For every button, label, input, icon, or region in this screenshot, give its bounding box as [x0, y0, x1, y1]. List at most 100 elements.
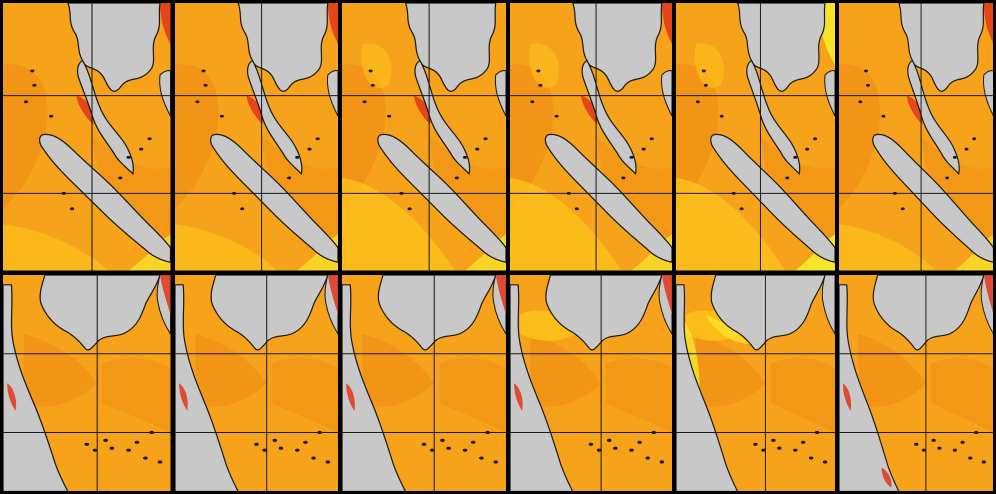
island [900, 207, 905, 211]
island [620, 176, 625, 180]
island [462, 448, 467, 452]
landmass-malay-peninsula [3, 283, 69, 491]
hotspot [661, 274, 672, 314]
island [596, 448, 601, 452]
island [126, 448, 131, 452]
island [103, 438, 108, 442]
hotspot [327, 3, 338, 45]
landmass-indochina [210, 274, 328, 350]
island [804, 147, 809, 151]
island [554, 114, 559, 118]
map-panel-r2-c6 [838, 274, 993, 491]
island [959, 440, 965, 444]
island [30, 69, 35, 73]
island [482, 137, 488, 141]
landmass-malay-peninsula [174, 283, 239, 491]
map-panel-r2-c1 [3, 274, 171, 491]
landmass-indochina [897, 3, 984, 92]
island [23, 100, 29, 104]
island [574, 207, 579, 211]
hotspot [983, 274, 993, 314]
island [588, 442, 593, 446]
landmass-sumatra [209, 133, 338, 263]
island [812, 137, 817, 141]
island [760, 448, 766, 452]
landmass-sumatra [38, 133, 171, 263]
island [492, 459, 498, 464]
island [325, 459, 330, 464]
island [362, 100, 367, 104]
island [612, 446, 618, 450]
hotspot [345, 382, 355, 411]
map-image [838, 3, 993, 271]
island [967, 455, 972, 460]
island [537, 83, 542, 87]
island [272, 438, 277, 442]
landmass-indochina [39, 274, 161, 350]
island [822, 459, 827, 464]
island [445, 446, 451, 450]
island [454, 176, 459, 180]
island [239, 207, 244, 211]
landmass-sumatra [544, 133, 672, 263]
island [286, 176, 291, 180]
island [808, 455, 813, 460]
island [200, 69, 206, 73]
landmass-malay-peninsula [341, 283, 406, 491]
hotspot [880, 467, 892, 488]
hotspot [495, 274, 506, 314]
map-image [341, 3, 506, 271]
island [739, 207, 744, 211]
map-image [509, 274, 672, 491]
island [952, 155, 957, 159]
island [219, 114, 224, 118]
island [139, 147, 144, 151]
island [644, 455, 650, 460]
hotspot [160, 274, 171, 314]
island [147, 137, 152, 141]
island [529, 100, 534, 104]
island [315, 137, 320, 141]
map-panel-r1-c5 [675, 3, 835, 271]
island [913, 442, 918, 446]
island [70, 207, 75, 211]
island [921, 448, 926, 452]
island [865, 83, 870, 87]
island [294, 448, 299, 452]
map-image [675, 274, 835, 491]
map-panel-r1-c3 [341, 3, 506, 271]
landmass-indochina [377, 274, 496, 350]
island [606, 438, 611, 442]
hotspot [413, 95, 430, 125]
island [792, 155, 797, 159]
landmass-malay-peninsula [838, 283, 900, 491]
landmass-sumatra [709, 133, 835, 263]
map-image [174, 3, 338, 271]
island [944, 176, 949, 180]
landmass-borneo [823, 70, 835, 117]
island [429, 448, 434, 452]
island [109, 446, 115, 450]
island [421, 442, 426, 446]
island [118, 176, 123, 180]
hotspot [513, 382, 523, 411]
map-panel-r1-c1 [3, 3, 171, 271]
landmass-malay-peninsula [509, 283, 573, 491]
map-panel-r2-c5 [675, 274, 835, 491]
map-image [3, 3, 171, 271]
island [880, 114, 885, 118]
island [863, 69, 868, 73]
landmass-indochina [237, 3, 328, 92]
island [535, 69, 540, 73]
landmass-borneo [982, 70, 993, 117]
hotspot [178, 382, 188, 411]
island [981, 459, 986, 464]
map-image [509, 3, 672, 271]
island [253, 442, 259, 446]
map-image [341, 274, 506, 491]
hotspot [245, 95, 263, 125]
hotspot [661, 3, 672, 45]
island [752, 442, 758, 446]
landmass-indochina [872, 274, 984, 350]
